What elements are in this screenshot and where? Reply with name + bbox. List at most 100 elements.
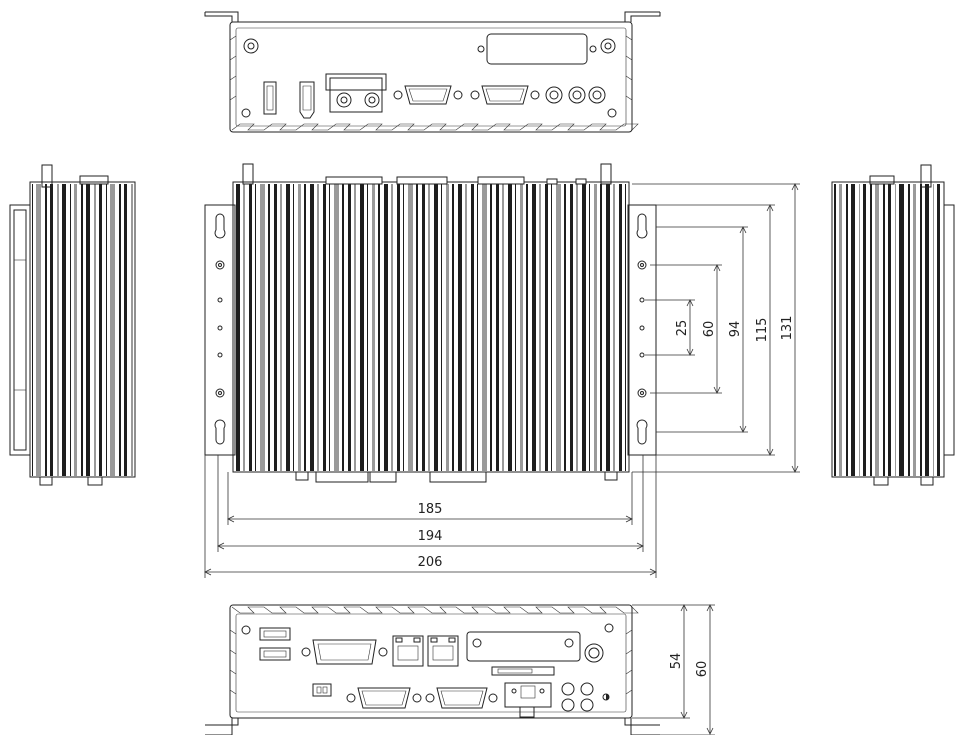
side-fin — [920, 184, 922, 476]
side-fin — [70, 184, 71, 476]
hdmi-port — [299, 81, 315, 119]
heatsink-fin — [249, 184, 252, 471]
heatsink-fin — [354, 184, 356, 471]
audio-jacks-block — [329, 77, 383, 113]
dimension-lines — [204, 183, 800, 735]
serial-port-front-2 — [425, 687, 498, 709]
side-fin — [74, 184, 77, 476]
heatsink-fin — [260, 184, 265, 471]
dim-label-25: 25 — [675, 320, 690, 337]
side-fin — [875, 184, 879, 476]
round-connector-3 — [588, 86, 606, 104]
ethernet-port-1 — [392, 635, 424, 667]
heatsink-fin — [334, 184, 339, 471]
heatsink-fin — [458, 184, 462, 471]
heatsink-fin — [526, 184, 528, 471]
side-fin — [851, 184, 855, 476]
heatsink-fin — [539, 184, 541, 471]
heatsink-fin — [482, 184, 487, 471]
led-indicator-3 — [580, 682, 594, 696]
heatsink-fin — [317, 184, 319, 471]
heatsink-fin — [471, 184, 474, 471]
side-fin — [870, 184, 872, 476]
heatsink-fin — [236, 184, 240, 471]
side-fin — [859, 184, 860, 476]
heatsink-fin — [477, 184, 478, 471]
side-fin — [57, 184, 59, 476]
heatsink-fin — [367, 184, 368, 471]
heatsink-fin — [280, 184, 282, 471]
dim-label-60-depth: 60 — [695, 661, 710, 678]
side-fin — [846, 184, 848, 476]
heatsink-fin — [274, 184, 277, 471]
dim-label-60-height: 60 — [702, 321, 717, 338]
side-fin — [908, 184, 910, 476]
side-fin — [110, 184, 115, 476]
side-fin — [106, 184, 107, 476]
antenna-connector-left — [243, 38, 259, 54]
led-indicator-4 — [580, 698, 594, 712]
dim-label-194: 194 — [418, 529, 443, 544]
dc-power-input — [504, 682, 552, 718]
side-fin — [888, 184, 891, 476]
heatsink-fin — [428, 184, 430, 471]
heatsink-fin — [378, 184, 380, 471]
side-fin — [925, 184, 929, 476]
heatsink-fin — [329, 184, 330, 471]
led-indicator-1 — [561, 682, 575, 696]
power-button — [584, 643, 604, 663]
rear-panel-view — [204, 11, 661, 133]
dvi-port — [301, 639, 388, 665]
keyhole-slot-right-bottom — [636, 419, 648, 445]
heatsink-fin — [570, 184, 573, 471]
heatsink-fin — [360, 184, 364, 471]
heatsink-fin — [286, 184, 290, 471]
heatsink-fin — [384, 184, 388, 471]
heatsink-fin — [589, 184, 590, 471]
antenna-top-left — [242, 163, 254, 185]
dim-label-115: 115 — [755, 318, 770, 343]
dim-label-206: 206 — [418, 555, 443, 570]
side-fin — [899, 184, 904, 476]
heatsink-fin — [441, 184, 442, 471]
heatsink-fin — [403, 184, 404, 471]
heatsink-fin — [298, 184, 301, 471]
side-fin — [94, 184, 96, 476]
heatsink-fin — [342, 184, 344, 471]
heatsink-fin — [243, 184, 245, 471]
side-fin — [933, 184, 934, 476]
side-fin — [36, 184, 41, 476]
parallel-port-cover — [486, 33, 588, 65]
left-antenna — [41, 164, 53, 188]
heatsink-fin — [545, 184, 548, 471]
heatsink-fin — [446, 184, 449, 471]
left-side-view — [9, 164, 136, 486]
main-view — [204, 163, 657, 483]
side-fin — [99, 184, 102, 476]
round-connector-1 — [545, 86, 563, 104]
heatsink-fin — [613, 184, 615, 471]
heatsink-fin — [452, 184, 454, 471]
heatsink-fin — [520, 184, 523, 471]
heatsink-fin — [564, 184, 566, 471]
heatsink-fin — [576, 184, 578, 471]
side-fin — [124, 184, 127, 476]
serial-port-2 — [470, 85, 540, 105]
heatsink-fin — [625, 184, 626, 471]
heatsink-fin — [556, 184, 561, 471]
card-slot — [491, 666, 555, 676]
heatsink-fin — [490, 184, 492, 471]
round-connector-2 — [568, 86, 586, 104]
front-panel-view — [205, 604, 660, 735]
mounting-bracket-right — [627, 204, 657, 456]
heatsink-fin — [372, 184, 375, 471]
heatsink-fin — [310, 184, 314, 471]
heatsink-fin — [304, 184, 306, 471]
dim-label-131: 131 — [780, 316, 795, 341]
heatsink-fin — [434, 184, 438, 471]
right-side-view — [831, 164, 955, 486]
heatsink-fin — [348, 184, 351, 471]
dim-label-54: 54 — [669, 653, 684, 670]
heatsink-fin — [515, 184, 516, 471]
